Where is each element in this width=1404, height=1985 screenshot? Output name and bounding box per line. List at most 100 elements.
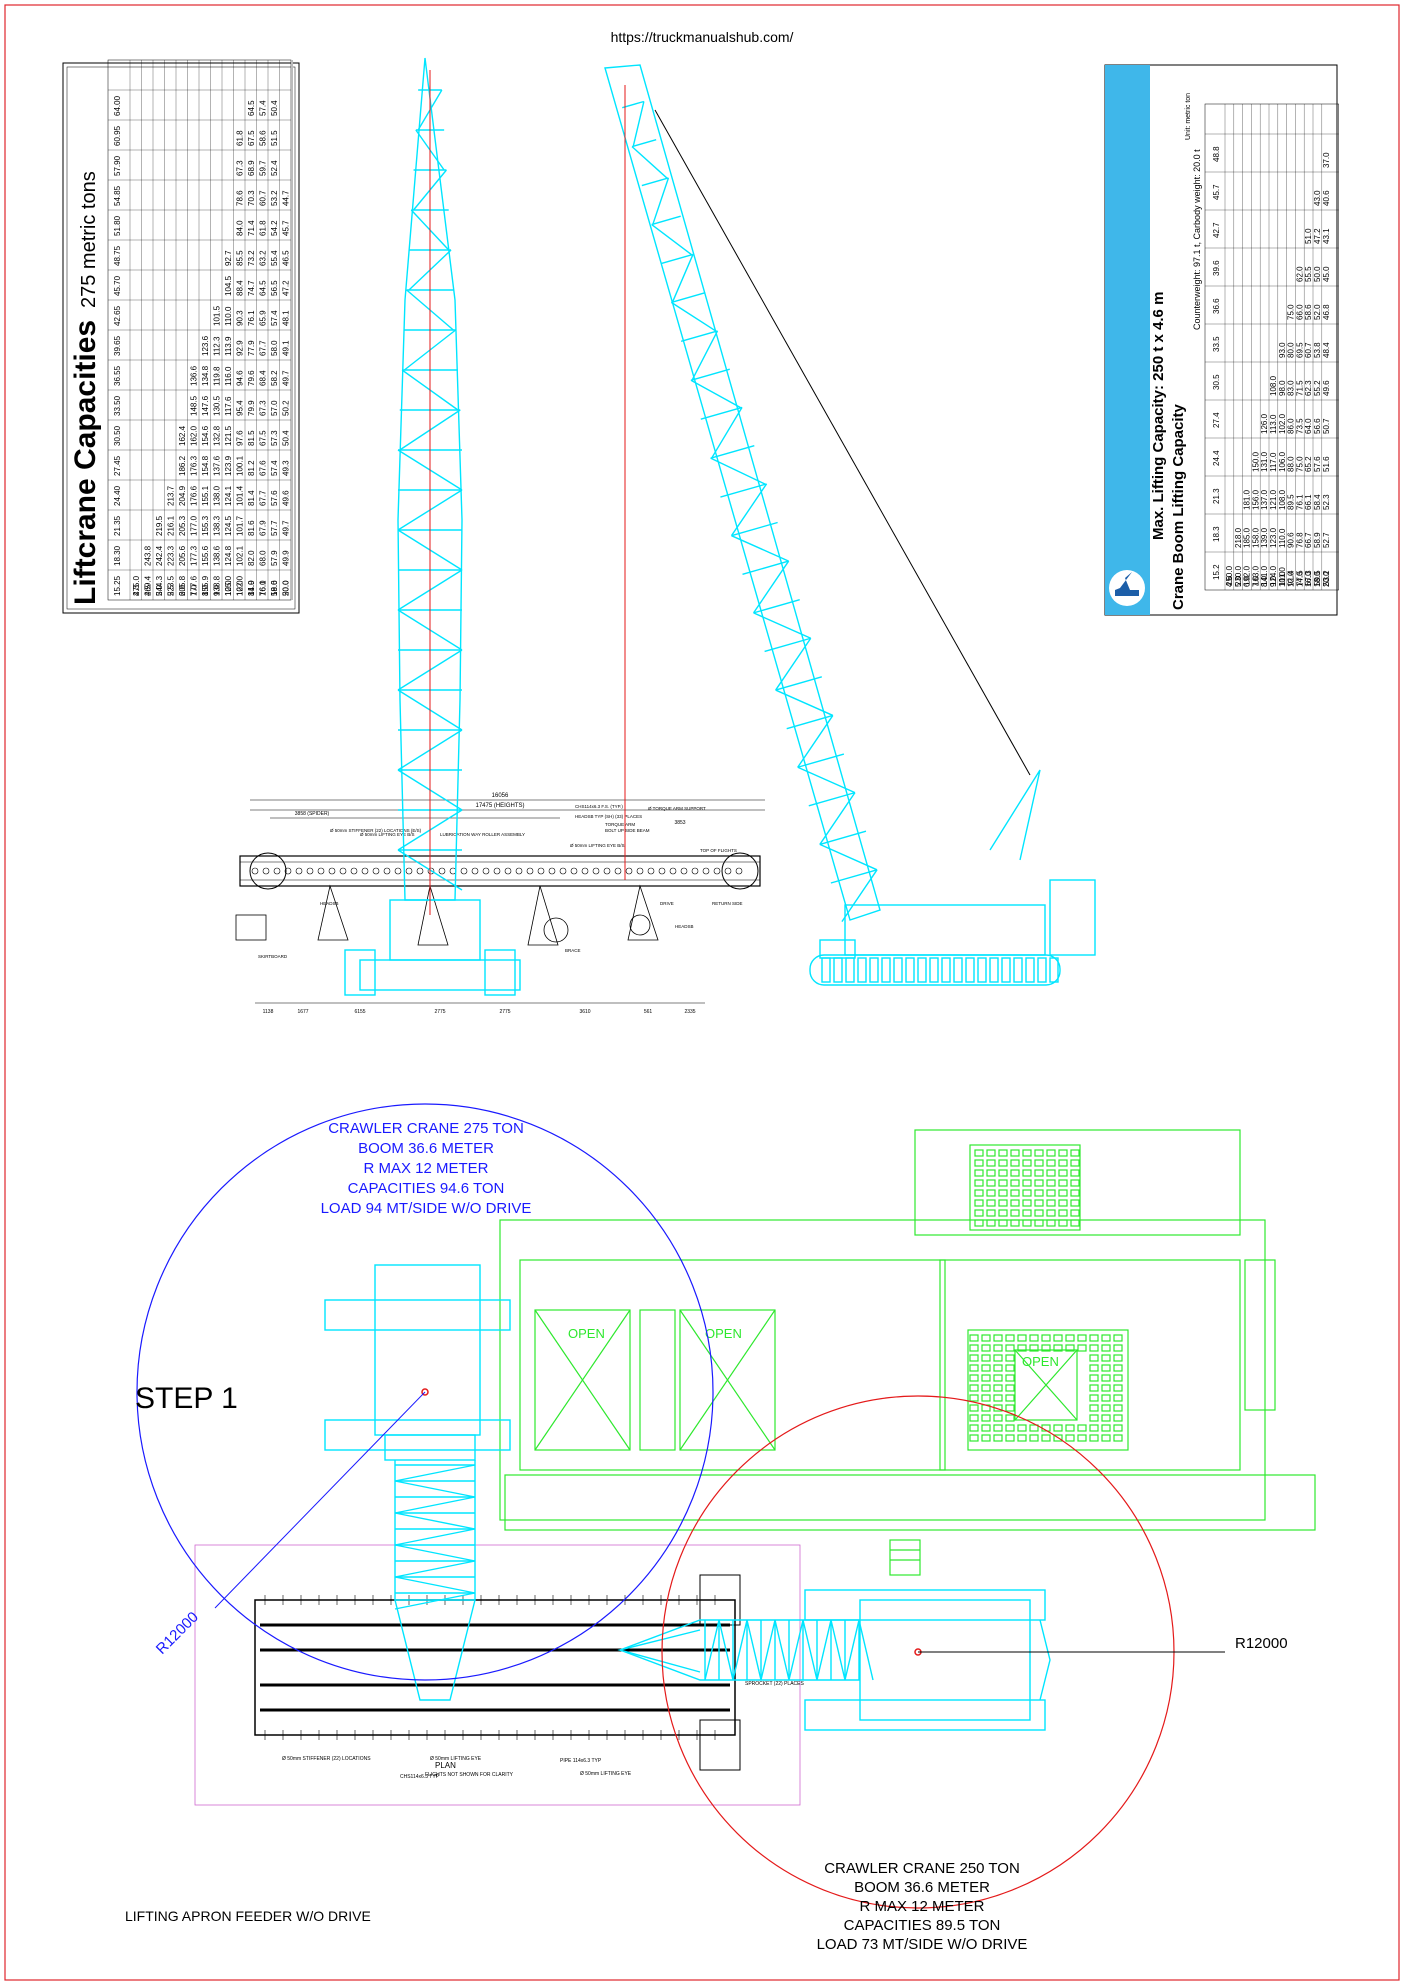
capacity-cell: 40.6 <box>1322 190 1331 206</box>
capacity-cell: 68.0 <box>259 550 268 566</box>
capacity-cell: 101.4 <box>236 485 245 506</box>
elevation-callouts: Ø 50mm STIFFENER (22) LOCATIONS (E/S) HE… <box>258 804 743 959</box>
capacity-cell: 58.4 <box>1313 494 1322 510</box>
capacity-cell: 54.2 <box>270 220 279 236</box>
capacity-cell: 78.6 <box>236 190 245 206</box>
capacity-cell: 121.0 <box>1269 489 1278 510</box>
svg-text:LOAD 73 MT/SIDE W/O DRIVE: LOAD 73 MT/SIDE W/O DRIVE <box>817 1936 1028 1953</box>
boom-length-header: 24.40 <box>113 485 122 506</box>
capacity-cell: 53.2 <box>1322 570 1331 586</box>
crane-275-center <box>421 1388 429 1396</box>
boom-length-header: 30.50 <box>113 425 122 446</box>
capacity-cell: 93.0 <box>1278 342 1287 358</box>
capacity-cell: 75.0 <box>1295 456 1304 472</box>
capacity-cell: 66.0 <box>1295 304 1304 320</box>
svg-text:Ø 50mm LIFTING EYE B/S: Ø 50mm LIFTING EYE B/S <box>570 843 625 848</box>
capacity-cell: 219.5 <box>155 515 164 536</box>
capacity-cell: 50.0 <box>282 580 291 596</box>
radius-header: 7.0 <box>190 584 199 596</box>
radius-header: 5.0 <box>1234 575 1243 587</box>
crane-boom-subtitle: Crane Boom Lifting Capacity <box>1170 403 1187 610</box>
capacity-cell: 138.6 <box>213 545 222 566</box>
boom-length-header: 18.3 <box>1212 526 1221 542</box>
capacity-cell: 75.0 <box>1287 304 1296 320</box>
capacity-cell: 102.0 <box>236 575 245 596</box>
crane-boom-unit: Unit: metric ton <box>1185 93 1192 140</box>
capacity-cell: 88.0 <box>1287 456 1296 472</box>
step-label: STEP 1 <box>135 1382 238 1415</box>
capacity-cell: 124.5 <box>224 515 233 536</box>
capacity-cell: 43.0 <box>1313 190 1322 206</box>
capacity-cell: 52.3 <box>1322 494 1331 510</box>
capacity-cell: 67.5 <box>259 430 268 446</box>
boom-length-header: 48.75 <box>113 245 122 266</box>
radius-header: 10.0 <box>224 580 233 596</box>
capacity-cell: 71.4 <box>247 220 256 236</box>
boom-length-header: 51.80 <box>113 215 122 236</box>
header-url: https://truckmanualshub.com/ <box>611 29 794 45</box>
capacity-cell: 138.8 <box>213 575 222 596</box>
dim-3853: 3853 <box>674 820 685 826</box>
svg-text:BOLT UP SIDE BEAM: BOLT UP SIDE BEAM <box>605 828 650 833</box>
radius-header: 20.0 <box>1322 571 1331 587</box>
capacity-cell: 132.8 <box>213 425 222 446</box>
boom-length-header: 21.3 <box>1212 488 1221 504</box>
capacity-cell: 117.6 <box>224 396 233 416</box>
capacity-cell: 58.0 <box>270 340 279 356</box>
capacity-cell: 124.8 <box>224 545 233 566</box>
svg-text:3610: 3610 <box>579 1009 590 1015</box>
svg-text:CAPACITIES 89.5 TON: CAPACITIES 89.5 TON <box>844 1917 1001 1934</box>
capacity-cell: 58.6 <box>259 130 268 146</box>
boom-length-header: 27.45 <box>113 455 122 476</box>
capacity-cell: 204.9 <box>178 485 187 506</box>
svg-text:CRAWLER CRANE 250 TON: CRAWLER CRANE 250 TON <box>824 1860 1020 1877</box>
capacity-cell: 82.0 <box>247 550 256 566</box>
boom-length-header: 60.95 <box>113 125 122 146</box>
radius-header: 6.0 <box>1243 575 1252 587</box>
capacity-cell: 106.0 <box>1278 451 1287 472</box>
capacity-cell: 76.1 <box>259 580 268 596</box>
svg-text:HEADSB TYP (SH) (33) PLACES: HEADSB TYP (SH) (33) PLACES <box>575 814 642 819</box>
capacity-cell: 158.0 <box>1251 527 1260 548</box>
capacity-cell: 51.6 <box>1322 456 1331 472</box>
boom-length-header: 45.7 <box>1212 184 1221 200</box>
capacity-cell: 137.6 <box>213 455 222 476</box>
boom-length-header: 15.2 <box>1212 564 1221 580</box>
capacity-cell: 67.5 <box>247 130 256 146</box>
svg-text:CHS114x6.3 TYP: CHS114x6.3 TYP <box>400 1774 440 1780</box>
boom-length-header: 54.85 <box>113 185 122 206</box>
capacity-cell: 70.3 <box>247 190 256 206</box>
capacity-cell: 138.0 <box>213 485 222 506</box>
svg-text:R MAX 12 METER: R MAX 12 METER <box>859 1898 984 1915</box>
capacity-cell: 150.0 <box>1251 451 1260 472</box>
capacity-cell: 65.9 <box>259 310 268 326</box>
capacity-cell: 44.7 <box>282 190 291 206</box>
capacity-cell: 81.6 <box>247 520 256 536</box>
crane-silhouette-icon <box>1115 572 1139 596</box>
boom-length-header: 48.8 <box>1212 146 1221 162</box>
crane-boom-grid: 15.218.321.324.427.430.533.536.639.642.7… <box>1204 103 1339 591</box>
radius-header: 5.5 <box>167 584 176 596</box>
capacity-cell: 46.8 <box>1322 304 1331 320</box>
svg-text:Ø TORQUE ARM SUPPORT: Ø TORQUE ARM SUPPORT <box>648 806 706 811</box>
svg-text:DRIVE: DRIVE <box>660 901 674 906</box>
radius-leader-275 <box>214 1391 426 1609</box>
capacity-cell: 49.6 <box>1322 380 1331 396</box>
capacity-cell: 66.7 <box>1304 532 1313 548</box>
crawler-crane-250-elevation <box>604 64 1096 986</box>
capacity-cell: 176.6 <box>190 485 199 506</box>
plan-callouts: Ø 50mm LIFTING EYE PLAN Ø 50mm STIFFENER… <box>282 1681 804 1780</box>
capacity-cell: 79.9 <box>247 400 256 416</box>
capacity-cell: 148.5 <box>190 395 199 416</box>
radius-header: 6.0 <box>178 584 187 596</box>
crane-250-spec: CRAWLER CRANE 250 TON BOOM 36.6 METER R … <box>817 1860 1028 1953</box>
capacity-cell: 52.4 <box>270 160 279 176</box>
capacity-cell: 91.4 <box>1287 570 1296 586</box>
capacity-cell: 125.0 <box>224 575 233 596</box>
capacity-cell: 62.3 <box>1304 380 1313 396</box>
capacity-cell: 49.7 <box>282 370 291 386</box>
capacity-cell: 85.5 <box>236 250 245 266</box>
capacity-cell: 147.6 <box>201 395 210 416</box>
capacity-cell: 90.3 <box>236 310 245 326</box>
capacity-cell: 50.4 <box>282 430 291 446</box>
